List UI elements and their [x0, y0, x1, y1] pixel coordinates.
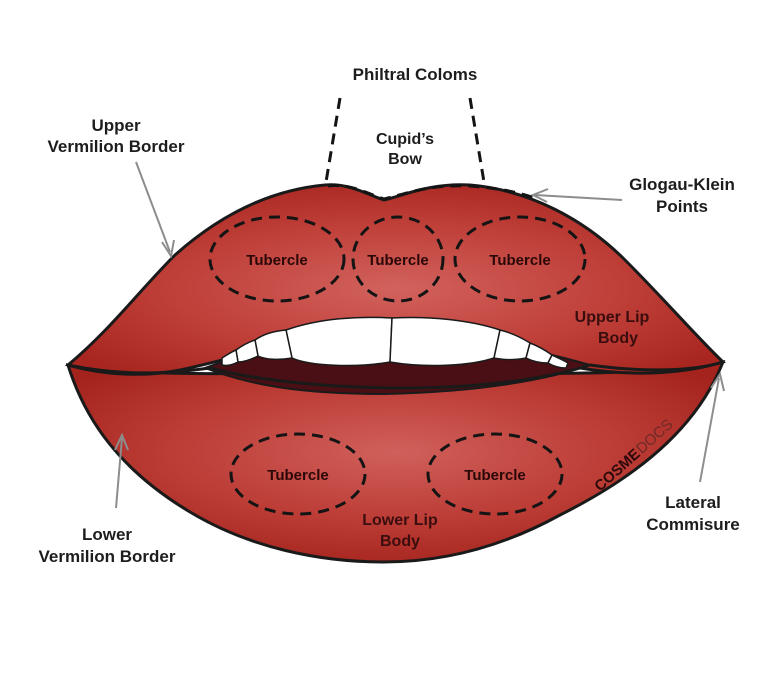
tubercle-lower-right [426, 432, 564, 516]
lateral-commisure-arrow [699, 371, 725, 483]
philtral-column-left [324, 97, 342, 183]
lip-line [67, 360, 724, 390]
teeth [221, 316, 569, 369]
cupids-bow-label-line2: Bow [388, 151, 422, 168]
tooth-premolar-right [547, 353, 569, 369]
tubercle-upper-center [351, 215, 445, 303]
tubercle-upper-right [453, 215, 587, 303]
upper-vermilion-label-line2: Vermilion Border [48, 137, 185, 156]
lateral-commisure-label-line2: Commisure [646, 515, 740, 534]
philtral-column-right [468, 97, 486, 183]
upper-vermilion-dashed-edge [327, 183, 536, 201]
tooth-canine-left [235, 339, 259, 363]
tooth-lateral-left [254, 329, 293, 361]
lower-lip-body-label-line2: Body [380, 533, 420, 550]
glogau-klein-label-line2: Points [656, 197, 708, 216]
tooth-premolar-left [221, 348, 239, 367]
tubercle-upper-left [208, 215, 346, 303]
philtral-columns-label: Philtral Coloms [353, 65, 478, 84]
cupids-bow-label-line1: Cupid’s [376, 131, 434, 148]
tubercle-label: Tubercle [367, 252, 428, 269]
tubercle-label: Tubercle [246, 252, 307, 269]
lower-lip-body-label-line1: Lower Lip [362, 512, 438, 529]
upper-vermilion-arrow [135, 161, 175, 259]
tubercle-label: Tubercle [464, 467, 525, 484]
tubercle-lower-left [229, 432, 367, 516]
tubercle-label: Tubercle [267, 467, 328, 484]
lower-vermilion-label-line2: Vermilion Border [39, 547, 176, 566]
lateral-commisure-label-line1: Lateral [665, 493, 721, 512]
tooth-central-right [389, 316, 501, 367]
glogau-klein-label-line1: Glogau-Klein [629, 175, 735, 194]
upper-lip-body-label-line1: Upper Lip [575, 309, 650, 326]
glogau-klein-arrow [530, 188, 623, 203]
upper-lip-body-label-line2: Body [598, 330, 638, 347]
lower-vermilion-arrow [114, 432, 129, 509]
tooth-central-left [285, 316, 393, 367]
tubercle-label: Tubercle [489, 252, 550, 269]
upper-vermilion-label-line1: Upper [91, 116, 141, 135]
lower-vermilion-label-line1: Lower [82, 525, 132, 544]
